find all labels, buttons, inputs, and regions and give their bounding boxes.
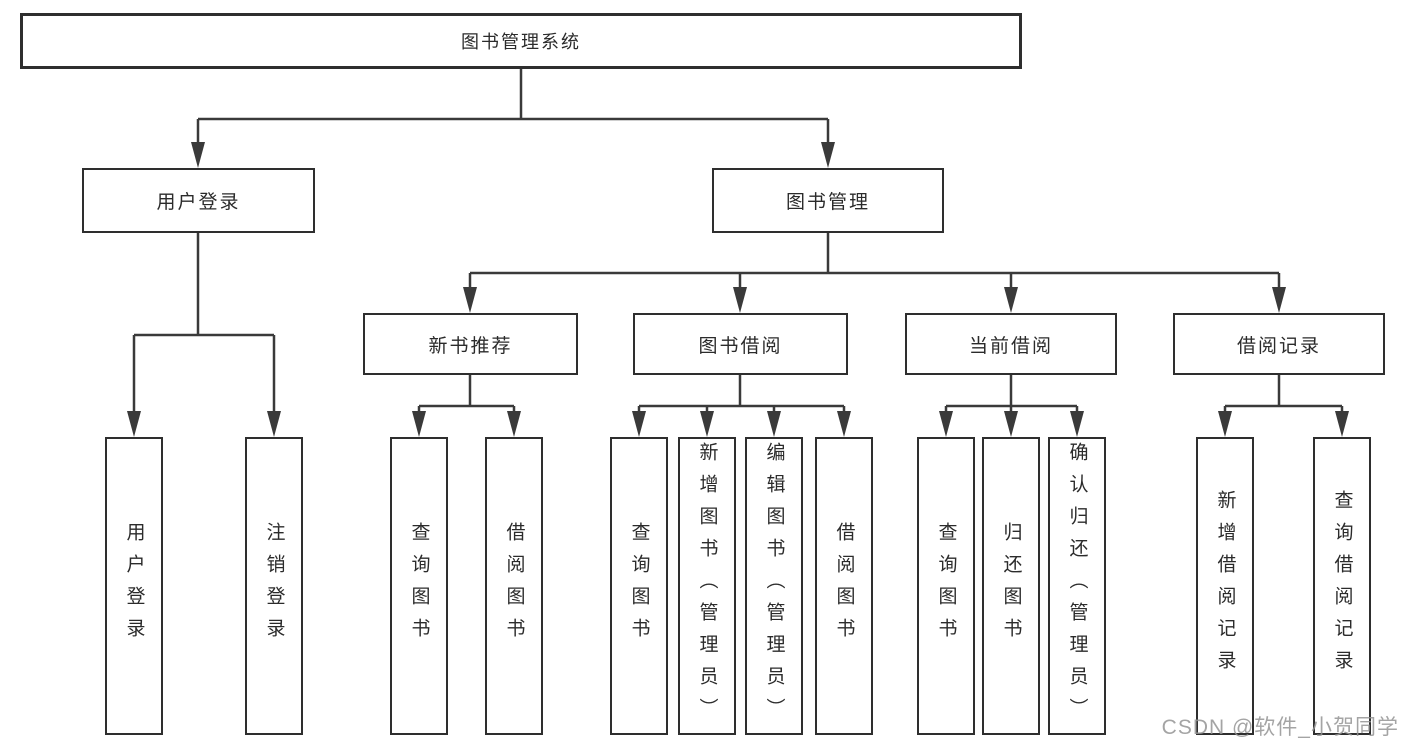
leaf-borrow-book-label: 借阅图书 [833, 522, 855, 650]
leaf-user-login-label: 用户登录 [123, 522, 145, 650]
csdn-watermark: CSDN @软件_小贺同学 [1161, 716, 1399, 739]
node-root-label: 图书管理系统 [461, 32, 581, 52]
leaf-add-borrow-record-label: 新增借阅记录 [1214, 490, 1236, 682]
leaf-borrow-query-label: 查询图书 [628, 522, 650, 650]
leaf-borrow-add-book-label: 新增图书（管理员） [696, 442, 718, 730]
leaf-borrow-book: 借阅图书 [815, 437, 873, 735]
leaf-borrow-edit-book: 编辑图书（管理员） [745, 437, 803, 735]
leaf-add-borrow-record: 新增借阅记录 [1196, 437, 1254, 735]
leaf-logout-label: 注销登录 [263, 522, 285, 650]
leaf-newbook-borrow-label: 借阅图书 [503, 522, 525, 650]
node-book-borrow-label: 图书借阅 [698, 335, 783, 357]
leaf-newbook-query: 查询图书 [390, 437, 448, 735]
node-new-book-recommend: 新书推荐 [363, 313, 578, 375]
node-borrow-records-label: 借阅记录 [1236, 335, 1321, 357]
leaf-current-query: 查询图书 [917, 437, 975, 735]
leaf-return-book-label: 归还图书 [1000, 522, 1022, 650]
leaf-current-query-label: 查询图书 [935, 522, 957, 650]
leaf-confirm-return: 确认归还（管理员） [1048, 437, 1106, 735]
leaf-return-book: 归还图书 [982, 437, 1040, 735]
node-book-management: 图书管理 [712, 168, 944, 233]
node-current-borrow: 当前借阅 [905, 313, 1117, 375]
node-new-book-recommend-label: 新书推荐 [428, 335, 513, 357]
leaf-borrow-query: 查询图书 [610, 437, 668, 735]
leaf-logout: 注销登录 [245, 437, 303, 735]
leaf-newbook-query-label: 查询图书 [408, 522, 430, 650]
leaf-user-login: 用户登录 [105, 437, 163, 735]
leaf-newbook-borrow: 借阅图书 [485, 437, 543, 735]
leaf-borrow-add-book: 新增图书（管理员） [678, 437, 736, 735]
node-current-borrow-label: 当前借阅 [968, 335, 1053, 357]
node-user-login-label: 用户登录 [156, 192, 241, 213]
leaf-confirm-return-label: 确认归还（管理员） [1066, 442, 1088, 730]
node-borrow-records: 借阅记录 [1173, 313, 1385, 375]
node-book-management-label: 图书管理 [785, 192, 870, 213]
node-root: 图书管理系统 [20, 13, 1022, 69]
leaf-query-borrow-record: 查询借阅记录 [1313, 437, 1371, 735]
leaf-borrow-edit-book-label: 编辑图书（管理员） [763, 442, 785, 730]
leaf-query-borrow-record-label: 查询借阅记录 [1331, 490, 1353, 682]
node-book-borrow: 图书借阅 [633, 313, 848, 375]
node-user-login: 用户登录 [82, 168, 315, 233]
